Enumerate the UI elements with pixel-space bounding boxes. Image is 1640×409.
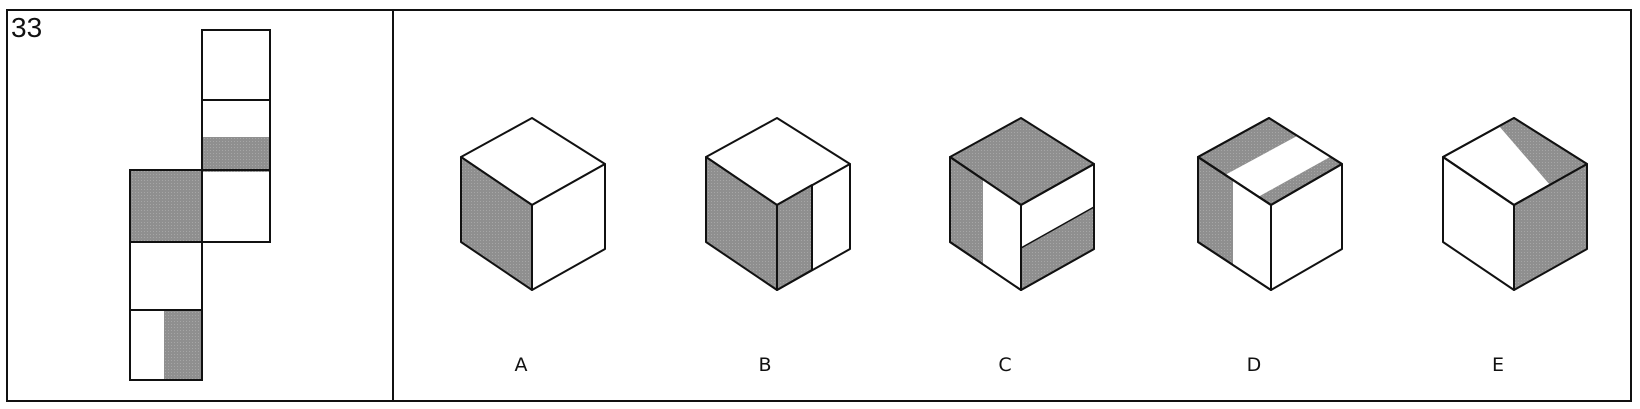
option-label-e[interactable]: E bbox=[1491, 354, 1505, 376]
cube-option-d[interactable] bbox=[1197, 117, 1343, 291]
panel-divider bbox=[392, 9, 394, 402]
cube-b-right-shade bbox=[776, 184, 813, 291]
option-label-c[interactable]: C bbox=[998, 354, 1012, 376]
cube-c-right-shade bbox=[1021, 207, 1094, 290]
cube-option-c[interactable] bbox=[949, 117, 1095, 291]
cube-net bbox=[129, 29, 271, 381]
net-face-top bbox=[201, 29, 271, 101]
cube-option-b[interactable] bbox=[705, 117, 851, 291]
net-shade-band bbox=[202, 137, 270, 172]
net-face-middle bbox=[201, 169, 271, 243]
option-label-a[interactable]: A bbox=[514, 354, 528, 376]
cube-a-right bbox=[531, 163, 606, 291]
question-number: 33 bbox=[11, 12, 43, 43]
net-shade-half bbox=[164, 310, 202, 380]
option-label-d[interactable]: D bbox=[1246, 354, 1262, 376]
option-label-b[interactable]: B bbox=[758, 354, 772, 376]
cube-d-top-band2 bbox=[1225, 136, 1330, 197]
net-shade-square bbox=[130, 170, 202, 242]
cube-c-left-white bbox=[983, 180, 1021, 290]
cube-option-e[interactable] bbox=[1442, 117, 1588, 291]
cube-d-left-white bbox=[1233, 180, 1271, 290]
net-face-bottom bbox=[129, 309, 203, 381]
net-face-lower bbox=[129, 241, 203, 311]
cube-e-top-shade bbox=[1499, 118, 1587, 185]
puzzle-frame bbox=[6, 9, 1632, 402]
cube-option-a[interactable] bbox=[460, 117, 606, 291]
